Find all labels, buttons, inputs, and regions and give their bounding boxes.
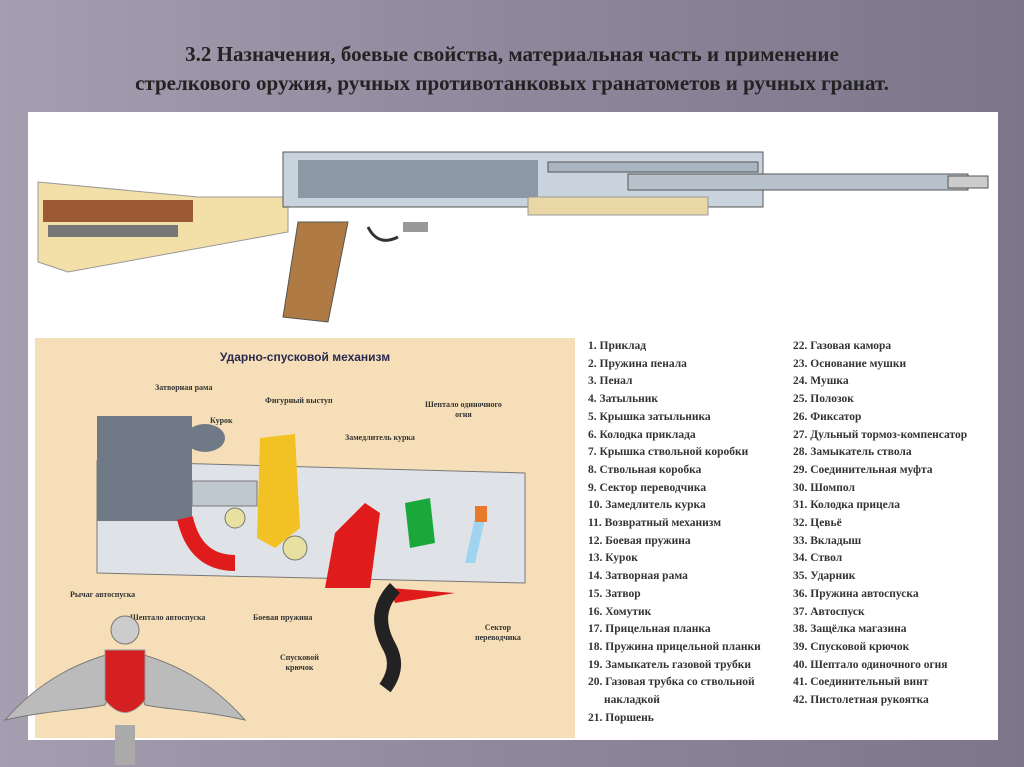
legend-item: 23. Основание мушки: [793, 357, 907, 370]
legend-item: 38. Защёлка магазина: [793, 623, 907, 636]
legend-item: 34. Ствол: [793, 552, 843, 565]
legend-item: 24. Мушка: [793, 375, 849, 388]
legend-item: 3. Пенал: [588, 375, 633, 388]
legend-item: 27. Дульный тормоз-компенсатор: [793, 428, 968, 441]
label-mainspring: Боевая пружина: [253, 613, 313, 622]
legend-item: 20. Газовая трубка со ствольной: [588, 676, 755, 689]
legend-item: 37. Автоспуск: [793, 605, 865, 618]
mechanism-title: Ударно-спусковой механизм: [219, 350, 391, 364]
legend-item: 16. Хомутик: [588, 605, 652, 618]
legend-item: 13. Курок: [588, 552, 638, 565]
legend-item: 9. Сектор переводчика: [588, 481, 707, 494]
legend-item: 31. Колодка прицела: [793, 499, 900, 512]
content-panel: Ударно-спусковой механизм Затворная рама…: [28, 112, 998, 740]
legend-item: 40. Шептало одиночного огня: [793, 658, 948, 671]
legend-item: 42. Пистолетная рукоятка: [793, 694, 929, 707]
legend-item: 18. Пружина прицельной планки: [588, 640, 761, 653]
legend-item: 17. Прицельная планка: [588, 623, 711, 636]
parts-legend-column-2: 22. Газовая камора 23. Основание мушки 24.…: [793, 338, 967, 710]
legend-item: 21. Поршень: [588, 711, 654, 724]
legend-item: 22. Газовая камора: [793, 340, 892, 352]
legend-item: 32. Цевьё: [793, 517, 842, 530]
slide-title: 3.2 Назначения, боевые свойства, материа…: [135, 42, 889, 95]
label-figured-projection: Фигурный выступ: [265, 396, 333, 405]
legend-item: 7. Крышка ствольной коробки: [588, 446, 749, 459]
label-auto-lever: Рычаг автоспуска: [70, 590, 136, 599]
legend-item: 8. Ствольная коробка: [588, 463, 702, 476]
legend-item: 28. Замыкатель ствола: [793, 446, 912, 459]
firing-mechanism-diagram: Ударно-спусковой механизм Затворная рама…: [35, 338, 575, 738]
legend-item: 15. Затвор: [588, 587, 641, 600]
mechanism-drawing: [96, 416, 526, 693]
legend-item: 41. Соединительный винт: [793, 676, 929, 689]
armed-forces-emblem: [3, 615, 247, 765]
legend-item: 35. Ударник: [793, 570, 856, 583]
legend-item: 10. Замедлитель курка: [588, 499, 706, 512]
legend-item: 1. Приклад: [588, 340, 647, 352]
legend-item: 11. Возвратный механизм: [588, 517, 722, 530]
label-auto-sear: Шептало автоспуска: [130, 613, 206, 622]
parts-legend-column-1: 1. Приклад 2. Пружина пенала 3. Пенал 4. За…: [588, 338, 761, 727]
legend-item: 30. Шомпол: [793, 481, 855, 494]
legend-item: 6. Колодка приклада: [588, 428, 696, 441]
legend-item: 12. Боевая пружина: [588, 534, 691, 547]
legend-item: 29. Соединительная муфта: [793, 463, 933, 476]
legend-item: 25. Полозок: [793, 393, 854, 406]
label-hammer: Курок: [210, 416, 233, 425]
legend-item: 4. Затыльник: [588, 393, 659, 406]
legend-item: 39. Спусковой крючок: [793, 640, 910, 653]
legend-item: 5. Крышка затыльника: [588, 410, 711, 423]
legend-item: 33. Вкладыш: [793, 534, 862, 547]
label-hammer-retarder: Замедлитель курка: [345, 433, 415, 442]
legend-item: накладкой: [604, 694, 660, 707]
legend-item: 2. Пружина пенала: [588, 357, 687, 370]
label-bolt-carrier: Затворная рама: [155, 383, 213, 392]
legend-item: 14. Затворная рама: [588, 570, 688, 583]
rifle-cutaway-diagram: [37, 151, 989, 323]
legend-item: 26. Фиксатор: [793, 410, 862, 423]
legend-item: 19. Замыкатель газовой трубки: [588, 658, 751, 671]
legend-item: 36. Пружина автоспуска: [793, 587, 919, 600]
